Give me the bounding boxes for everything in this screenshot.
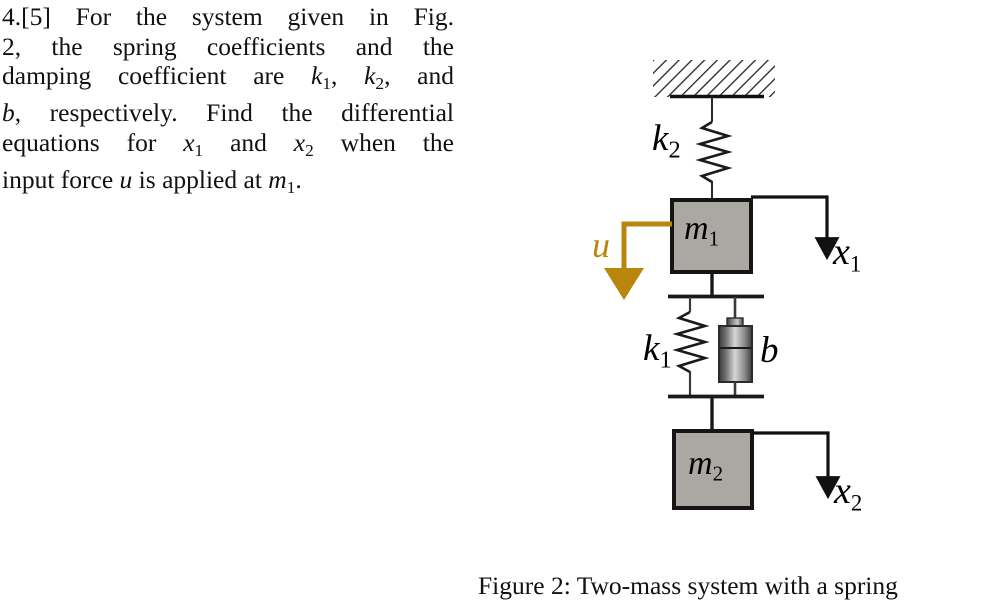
problem-word: 2,	[2, 31, 22, 61]
problem-word: coefficient	[117, 61, 227, 90]
label-spring-k2: k2	[652, 118, 681, 164]
label-mass-m2: m2	[688, 445, 724, 486]
problem-word: coefficients	[206, 31, 326, 61]
problem-word: differential	[341, 98, 454, 128]
problem-word: for	[126, 127, 157, 157]
problem-symbol-x1: x1	[183, 127, 204, 160]
problem-word: given	[287, 2, 345, 31]
problem-symbol-u: u	[119, 165, 133, 195]
problem-word: the	[281, 98, 313, 128]
label-spring-k1: k1	[643, 328, 672, 374]
problem-word: is	[138, 165, 156, 195]
problem-word: force	[60, 165, 114, 195]
problem-word: when	[340, 127, 396, 157]
problem-word: and	[355, 31, 393, 61]
problem-word: applied	[162, 165, 238, 195]
fixed-ground-hatch	[653, 60, 775, 99]
problem-word: Find	[206, 98, 253, 128]
problem-word: 4.[5]	[2, 2, 51, 31]
problem-word: spring	[112, 31, 177, 61]
problem-word: the	[422, 127, 454, 157]
problem-line-5: equations for x1 and x2 when the	[2, 128, 454, 165]
label-damper-b: b	[760, 330, 779, 371]
problem-word: input	[2, 165, 55, 195]
label-displacement-x2: x2	[834, 470, 863, 516]
label-displacement-x1: x1	[833, 231, 862, 277]
problem-word: damping	[2, 61, 92, 90]
problem-word: the	[135, 2, 168, 31]
problem-word: equations	[2, 127, 100, 157]
problem-word: Fig.	[413, 2, 454, 31]
problem-symbol-x2: x2	[293, 127, 314, 160]
problem-word: For	[75, 2, 112, 31]
problem-symbol-k2: k2,	[364, 61, 391, 93]
problem-line-6: input force u is applied at m1.	[2, 165, 454, 202]
problem-symbol-k1: k1,	[311, 61, 338, 93]
problem-word: respectively.	[49, 98, 178, 128]
input-force-arrow-u	[604, 221, 672, 301]
problem-line-4: b, respectively. Find the differential	[2, 98, 454, 128]
problem-word: and	[417, 61, 454, 90]
problem-statement: 4.[5] For the system given in Fig. 2, th…	[2, 2, 454, 203]
problem-line-1: 4.[5] For the system given in Fig.	[2, 2, 454, 32]
label-input-force-u: u	[592, 225, 610, 265]
displacement-arrow-x2	[752, 431, 841, 500]
problem-symbol-m1: m1.	[268, 165, 302, 198]
problem-word: the	[51, 31, 83, 61]
problem-word: and	[230, 127, 267, 157]
problem-word: system	[191, 2, 263, 31]
damper-b-icon	[718, 297, 753, 396]
figure-caption: Figure 2: Two-mass system with a spring	[478, 571, 898, 600]
problem-word: the	[422, 31, 454, 61]
spring-k1-icon	[672, 297, 710, 396]
problem-word: are	[253, 61, 285, 90]
displacement-arrow-x1	[751, 195, 840, 261]
problem-line-3: damping coefficient are k1, k2, and	[2, 61, 454, 98]
spring-k2-icon	[695, 120, 733, 184]
problem-symbol-b: b,	[2, 98, 22, 128]
label-mass-m1: m1	[684, 210, 720, 251]
problem-word: in	[368, 2, 389, 31]
problem-word: at	[243, 165, 262, 195]
problem-line-2: 2, the spring coefficients and the	[2, 32, 454, 62]
